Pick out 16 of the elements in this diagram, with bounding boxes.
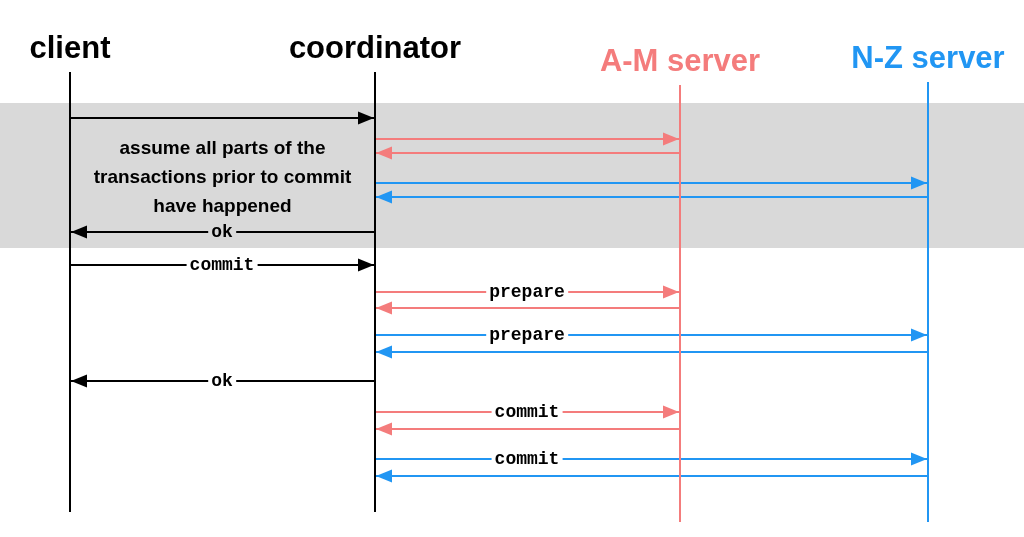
participant-name: A-M server <box>599 43 761 79</box>
participant-name: client <box>29 30 111 66</box>
arrow <box>70 374 375 388</box>
participant-name: coordinator <box>288 30 462 66</box>
participant-name: N-Z server <box>851 40 1005 76</box>
arrow <box>375 146 680 160</box>
arrow <box>375 301 680 315</box>
arrow <box>375 422 680 436</box>
arrow <box>375 345 928 359</box>
arrow <box>375 176 928 190</box>
arrow <box>375 132 680 146</box>
note-text: assume all parts of the transactions prior to commit have happened <box>92 136 353 218</box>
arrow <box>70 111 375 125</box>
arrow <box>70 225 375 239</box>
arrow <box>375 469 928 483</box>
arrow <box>375 190 928 204</box>
